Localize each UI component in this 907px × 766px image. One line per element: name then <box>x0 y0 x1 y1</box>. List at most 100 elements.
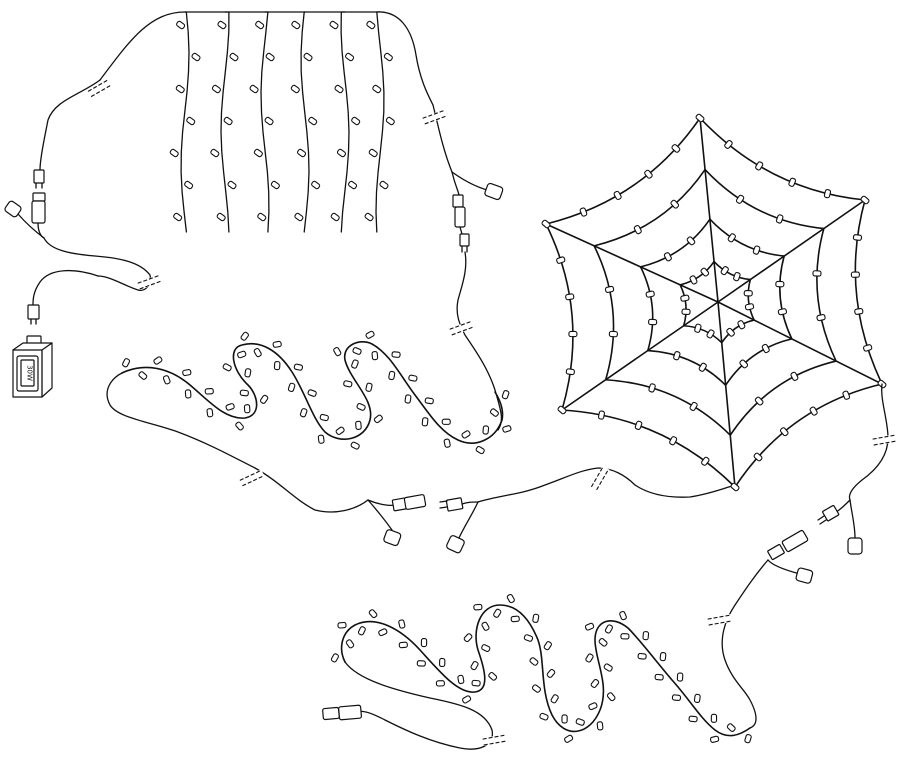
wire-break-mark <box>482 733 508 747</box>
wire-break-mark <box>137 274 163 290</box>
wire-break-mark <box>239 469 265 487</box>
bulb <box>471 679 481 687</box>
power-adapter: 30W <box>12 335 53 398</box>
bulb <box>686 236 696 246</box>
bulb <box>441 418 451 425</box>
bulb <box>184 389 192 399</box>
bulb <box>637 652 647 660</box>
bulb <box>175 84 185 94</box>
bulb <box>249 84 259 94</box>
bulb <box>710 713 718 723</box>
bulb <box>372 84 382 94</box>
bulb <box>373 414 383 424</box>
bulb <box>532 613 540 623</box>
bulb <box>620 633 630 640</box>
bulb <box>726 327 735 337</box>
bulb <box>475 445 485 455</box>
bulb <box>671 144 681 153</box>
bulb <box>744 734 752 744</box>
bulb <box>343 380 353 388</box>
bulb <box>860 195 870 205</box>
bulb <box>239 389 249 397</box>
bulb <box>779 427 789 437</box>
bulb <box>307 389 317 397</box>
bulb <box>457 674 465 685</box>
bulb <box>311 180 321 190</box>
bulb <box>604 624 613 634</box>
bulb <box>670 199 680 209</box>
bulb <box>733 271 741 282</box>
bulb <box>463 633 473 643</box>
bulb <box>240 331 249 341</box>
bulb <box>206 408 214 418</box>
bulb <box>689 275 698 285</box>
bulb <box>186 116 196 126</box>
bulb <box>790 371 799 381</box>
bulb <box>645 290 655 298</box>
bulb <box>698 362 707 372</box>
bulb <box>337 621 347 629</box>
bulb <box>603 663 613 672</box>
bulb <box>138 371 148 380</box>
string-lights-2 <box>322 529 814 750</box>
bulb <box>604 285 615 293</box>
bulb <box>575 718 585 726</box>
bulb <box>290 84 300 94</box>
bulb <box>416 660 426 667</box>
connector-plug <box>31 169 46 224</box>
bulb <box>383 52 393 62</box>
bulb <box>330 212 340 222</box>
bulb <box>365 382 373 392</box>
bulb <box>293 363 304 371</box>
string-2-wire <box>340 604 751 737</box>
bulb <box>730 482 740 492</box>
bulb <box>297 148 307 158</box>
bulb <box>584 622 595 631</box>
bulb <box>229 52 239 62</box>
bulb <box>565 293 575 301</box>
bulb <box>379 180 389 190</box>
bulb <box>596 721 604 731</box>
bulb <box>211 84 221 94</box>
wire-break-mark <box>872 433 898 447</box>
wire-break-mark <box>590 465 610 491</box>
bulb <box>317 434 325 444</box>
bulb <box>308 116 318 126</box>
bulb <box>739 359 749 369</box>
bulb <box>227 180 237 190</box>
bulb <box>539 712 549 721</box>
curtain-top-wire <box>99 11 434 106</box>
bulb <box>608 330 618 338</box>
bulb <box>644 169 653 179</box>
bulb <box>561 714 568 724</box>
bulb <box>255 20 265 30</box>
bulb <box>588 702 598 711</box>
bulb <box>333 347 342 357</box>
bulb <box>443 438 451 448</box>
bulb <box>365 330 375 339</box>
bulb <box>351 359 359 369</box>
spider-web <box>541 113 887 492</box>
bulb <box>619 610 627 621</box>
bulb <box>648 318 658 326</box>
bulb <box>291 20 301 30</box>
bulb <box>680 294 690 302</box>
bulb <box>663 252 672 262</box>
bulb <box>550 694 559 704</box>
bulb <box>606 692 616 702</box>
bulb <box>355 420 362 430</box>
bulb <box>543 641 552 651</box>
bulb <box>176 20 186 30</box>
bulb <box>366 20 376 30</box>
curtain-strand <box>180 11 190 233</box>
bulb <box>700 267 710 277</box>
bulb <box>812 270 822 277</box>
bulb <box>788 177 797 187</box>
bulb <box>237 350 247 359</box>
bulb <box>706 329 715 339</box>
bulb <box>385 116 395 126</box>
bulb <box>809 406 818 416</box>
curtain-lights <box>99 11 453 233</box>
curtain-strand <box>300 11 310 233</box>
